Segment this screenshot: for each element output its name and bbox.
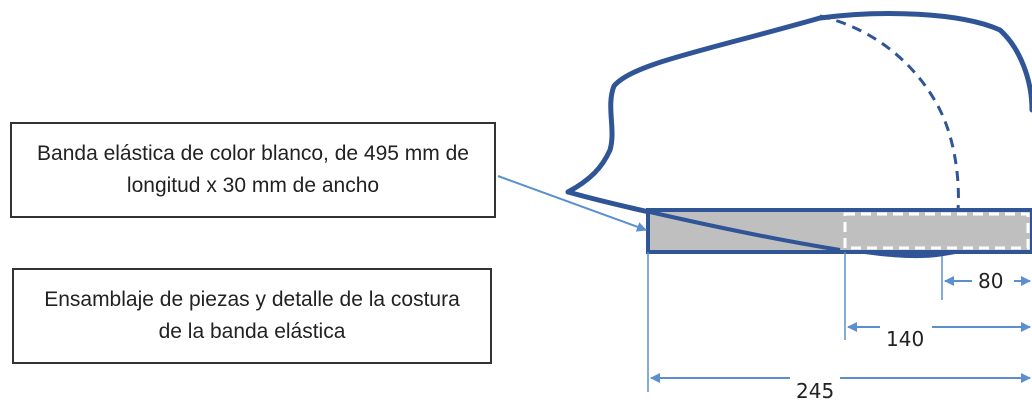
assembly-note-callout: Ensamblaje de piezas y detalle de la cos… — [12, 268, 492, 364]
dimension-80-label: 80 — [978, 269, 1003, 293]
band-description-callout: Banda elástica de color blanco, de 495 m… — [10, 122, 496, 218]
dimension-140-label: 140 — [886, 327, 924, 351]
elastic-band — [646, 208, 1032, 254]
callout-leader-line — [497, 175, 647, 232]
band-description-text: Banda elástica de color blanco, de 495 m… — [37, 142, 469, 197]
assembly-note-text: Ensamblaje de piezas y detalle de la cos… — [44, 288, 460, 343]
dimension-245-label: 245 — [796, 379, 834, 400]
band-overlap-section — [843, 212, 1030, 250]
seam-dashed-line — [819, 14, 960, 211]
garment-edge-over-band — [649, 210, 841, 252]
garment-outline — [565, 11, 1032, 195]
